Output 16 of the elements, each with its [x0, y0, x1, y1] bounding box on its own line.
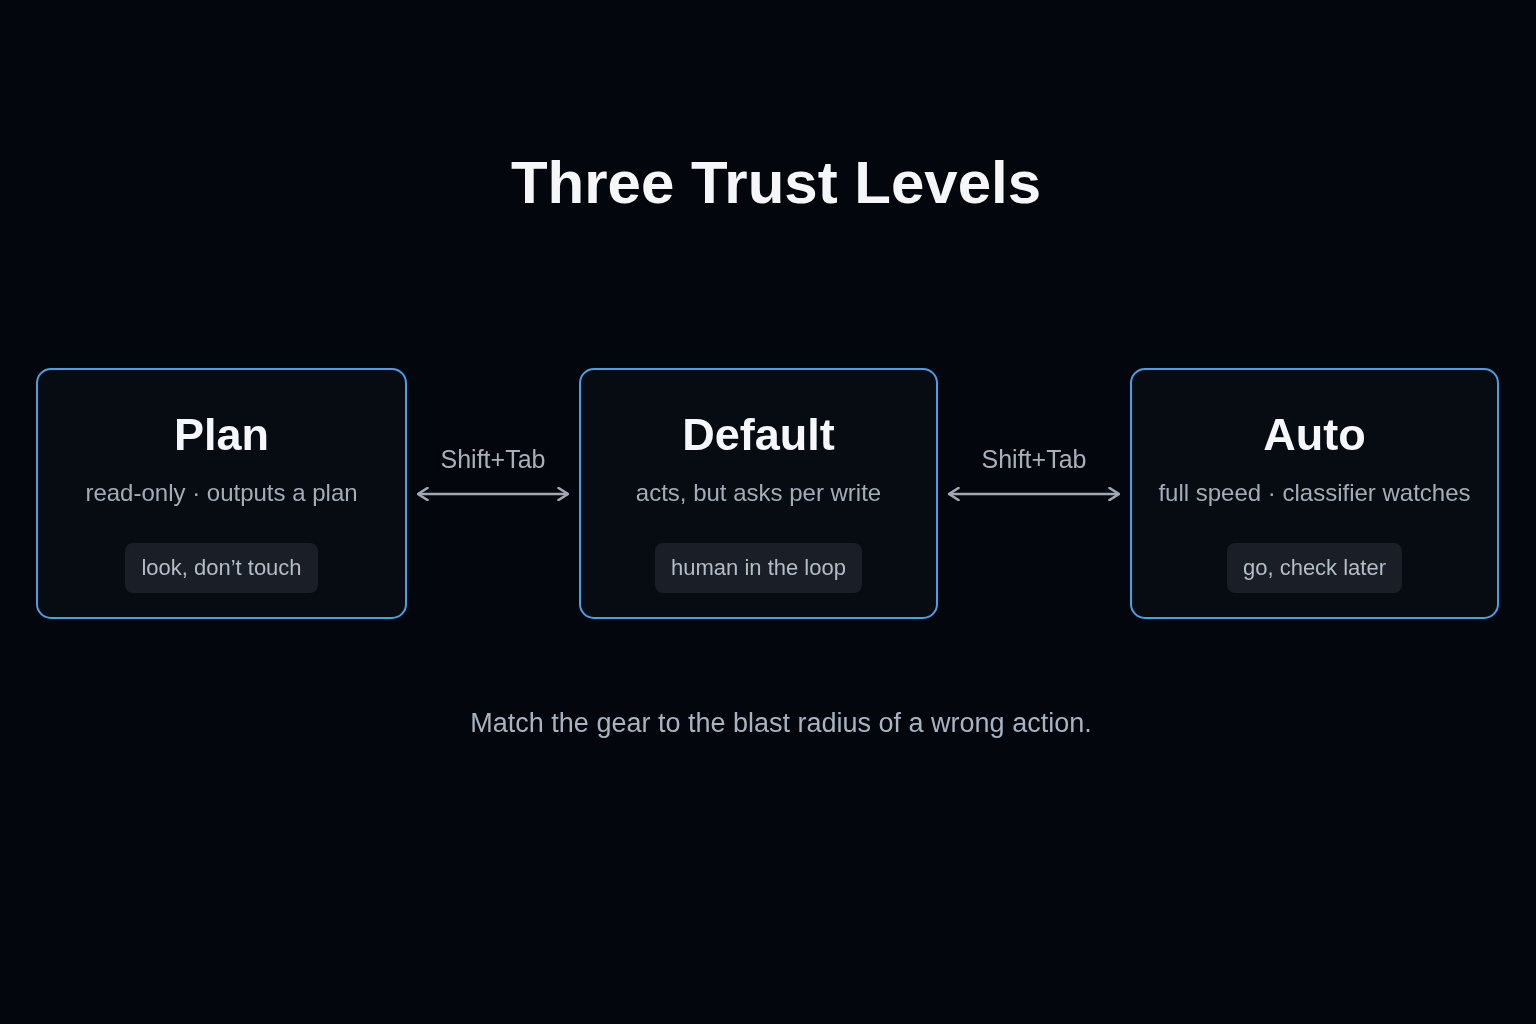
card-description: full speed · classifier watches [1158, 478, 1471, 508]
double-arrow [416, 486, 570, 502]
tag-pill: look, don’t touch [125, 543, 318, 593]
card-title: Auto [1263, 408, 1366, 462]
diagram-title: Three Trust Levels [510, 148, 1042, 218]
card-title: Plan [173, 408, 269, 462]
card-description: read-only · outputs a plan [85, 478, 358, 508]
mode-card [579, 368, 938, 619]
tag-pill: human in the loop [655, 543, 862, 593]
caption: Match the gear to the blast radius of a wrong action. [470, 707, 1092, 740]
mode-card [1130, 368, 1499, 619]
card-title: Default [682, 408, 835, 462]
tag-pill: go, check later [1226, 543, 1403, 593]
double-arrow [947, 486, 1121, 502]
card-description: acts, but asks per write [635, 478, 882, 508]
mode-card [36, 368, 407, 619]
